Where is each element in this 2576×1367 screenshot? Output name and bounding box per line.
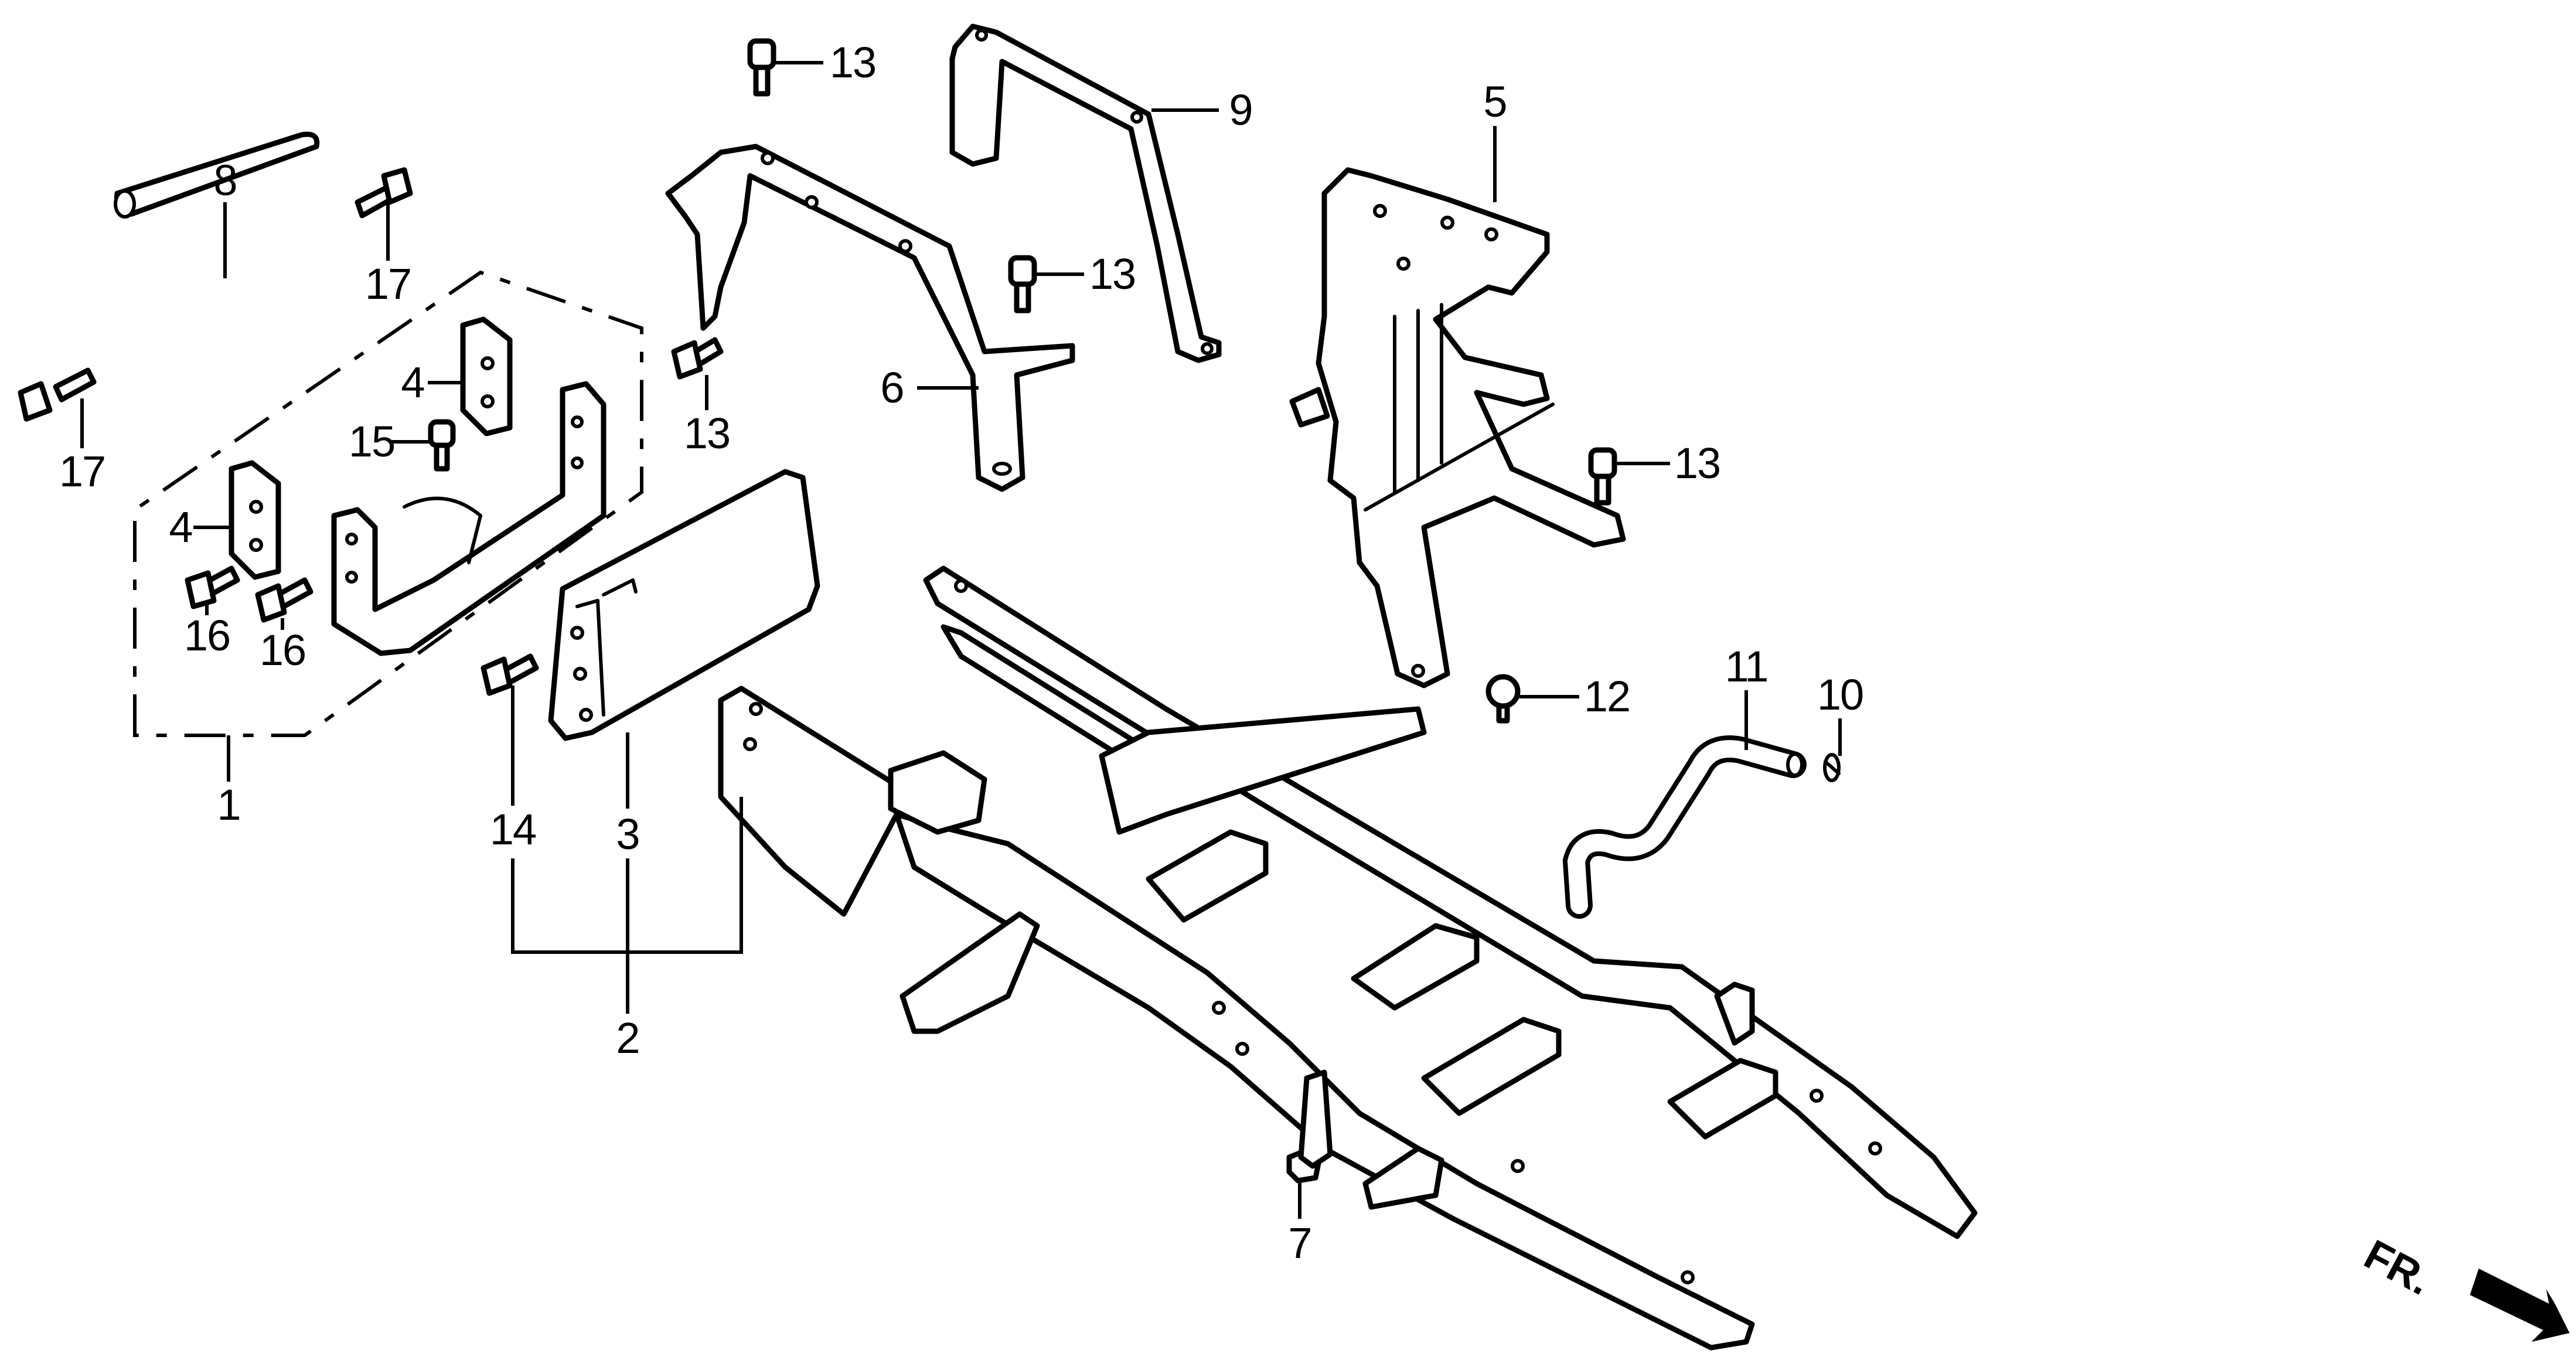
stay-part-6 (665, 144, 1075, 492)
rod-part-7 (114, 131, 320, 219)
front-direction-arrow-icon (2470, 1269, 2570, 1342)
callout-12: 12 (1583, 672, 1631, 721)
pad-4-lower (229, 460, 281, 580)
bolt-15 (428, 419, 456, 472)
callout-10: 10 (1817, 670, 1864, 719)
callout-13-left: 13 (683, 409, 731, 458)
callout-16-b: 16 (259, 626, 306, 674)
callout-13-top: 13 (829, 38, 877, 87)
bolt-17-left (18, 367, 97, 422)
callout-13-right: 13 (1674, 439, 1721, 488)
callout-13-mid: 13 (1089, 250, 1136, 298)
bolt-13-right (1588, 447, 1617, 506)
callout-15: 15 (348, 417, 396, 466)
hose-clip-10 (1823, 753, 1841, 782)
callout-17-upper: 17 (364, 260, 412, 308)
callout-1: 1 (217, 780, 241, 829)
callout-9: 7 (1288, 1219, 1312, 1267)
bolt-14 (481, 653, 539, 696)
clip-12 (1485, 674, 1521, 724)
front-direction-indicator: FR. (2357, 1219, 2561, 1336)
callout-5: 5 (1483, 77, 1507, 126)
callout-6: 6 (880, 363, 904, 412)
u-bracket (331, 381, 606, 656)
group-1-outline (133, 270, 643, 737)
cross-plate-part-3 (548, 469, 820, 741)
callout-8: 9 (1229, 86, 1253, 134)
callout-4-upper: 4 (401, 358, 425, 407)
engine-mount-bracket-part-5 (1289, 167, 1626, 688)
pad-4-upper (460, 316, 513, 437)
hose-part-11 (1562, 735, 1807, 919)
leader-lines (80, 61, 1842, 1219)
callout-17-left: 17 (59, 447, 106, 496)
callout-2: 2 (616, 1014, 640, 1062)
hoop-stay-part-8 (949, 23, 1222, 363)
bolt-13-mid (1008, 255, 1037, 313)
callout-16-a: 16 (183, 611, 231, 660)
bolt-16-a (185, 565, 240, 609)
bolt-13-top (747, 38, 776, 97)
bolt-13-left (671, 337, 724, 380)
callout-11: 11 (1725, 642, 1769, 691)
callout-4-lower: 4 (169, 503, 193, 551)
bolt-17-upper (355, 167, 413, 219)
callout-14: 14 (489, 805, 537, 854)
bolt-16-b (255, 577, 314, 623)
front-direction-label: FR. (2356, 1230, 2439, 1304)
callout-3: 3 (616, 810, 640, 858)
callout-7: 8 (213, 156, 237, 204)
main-frame (718, 565, 1978, 1351)
